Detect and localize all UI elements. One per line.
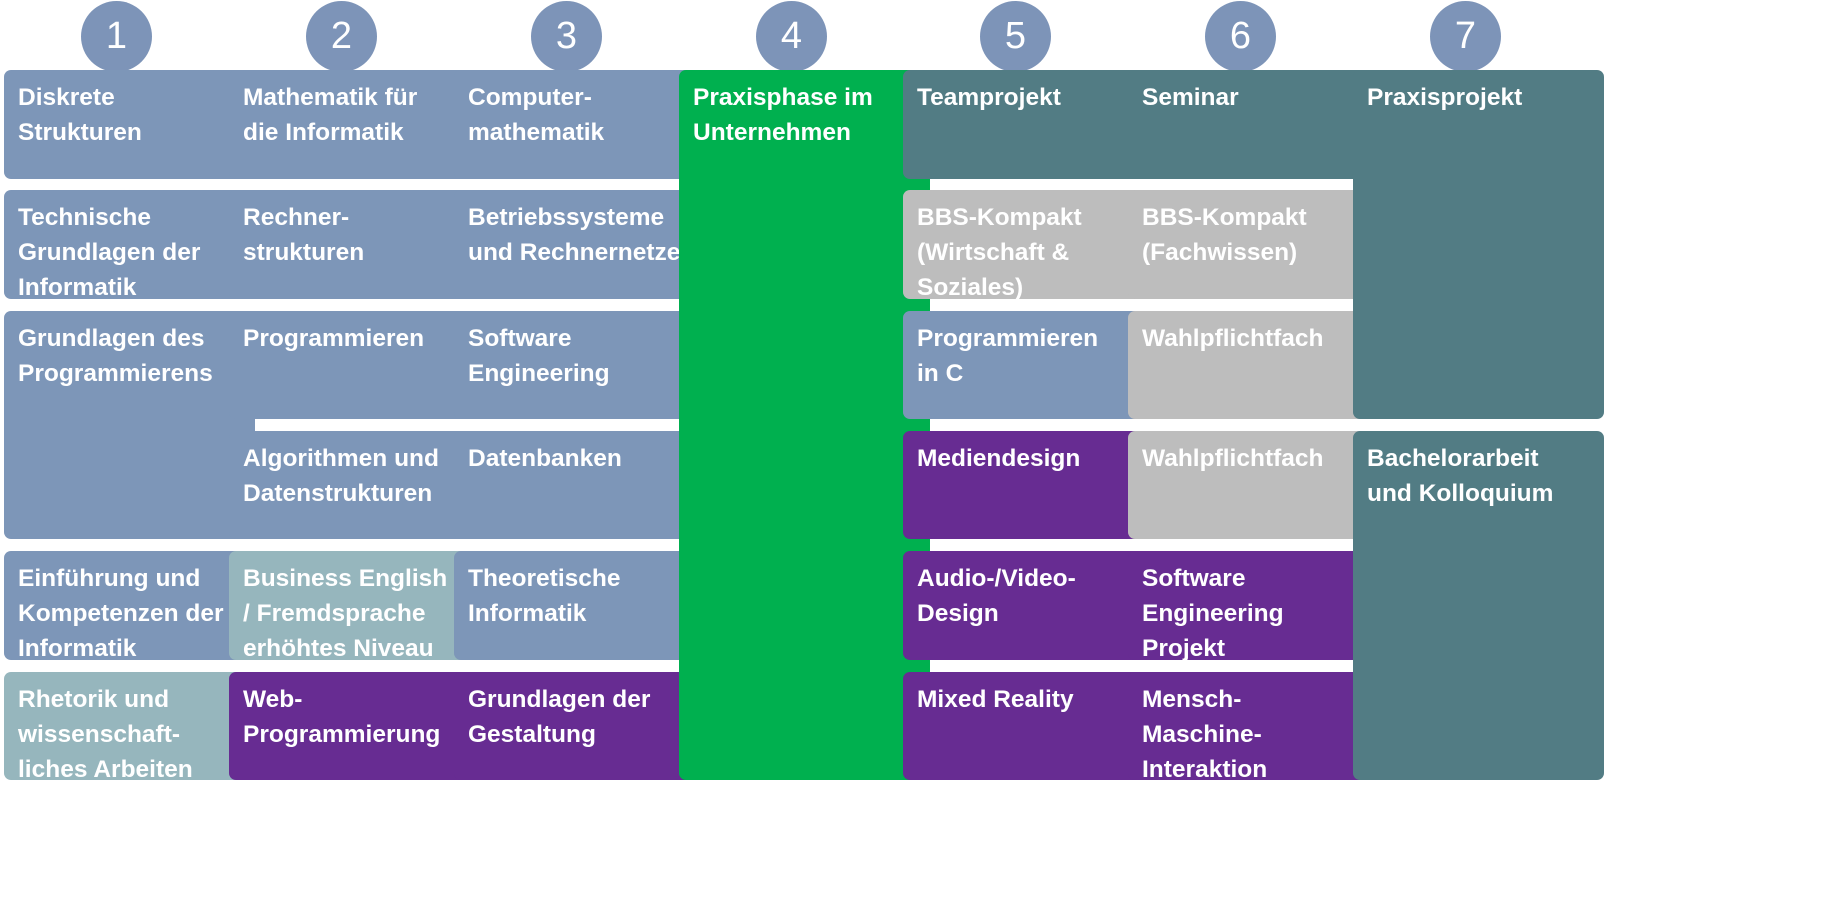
module-wahlpflichtfach: Wahlpflichtfach: [1128, 430, 1379, 540]
semester-6-badge: 6: [1205, 1, 1276, 72]
module-einfuehrung-und-kompetenzen-der-informatik: Einführung und Kompetenzen der Informati…: [4, 551, 255, 660]
module-bachelorarbeit-und-kolloquium: Bachelorarbeit und Kolloquium: [1353, 430, 1604, 780]
module-technische-grundlagen-der-informatik: Technische Grundlagen der Informatik: [4, 190, 255, 299]
module-programmieren-in-c: Programmieren in C: [903, 310, 1154, 420]
module-software-engineering: Software Engineering: [454, 310, 705, 420]
module-mixed-reality: Mixed Reality: [903, 671, 1154, 780]
semester-1-badge: 1: [81, 1, 152, 72]
module-mathematik-fuer-die-informatik: Mathematik für die Informatik: [229, 70, 480, 179]
module-bbs-kompakt-fachwissen: BBS-Kompakt (Fachwissen): [1128, 190, 1379, 299]
module-computer-mathematik: Computer- mathematik: [454, 70, 705, 179]
module-bbs-kompakt-wirtschaft-soziales: BBS-Kompakt (Wirtschaft & Soziales): [903, 190, 1154, 299]
module-datenbanken: Datenbanken: [454, 430, 705, 540]
module-seminar: Seminar: [1128, 70, 1379, 179]
module-mensch-maschine-interaktion: Mensch- Maschine- Interaktion: [1128, 671, 1379, 780]
module-betriebssysteme-und-rechnernetze: Betriebssysteme und Rechnernetze: [454, 190, 705, 299]
module-rechner-strukturen: Rechner- strukturen: [229, 190, 480, 299]
module-wahlpflichtfach: Wahlpflichtfach: [1128, 310, 1379, 420]
module-theoretische-informatik: Theoretische Informatik: [454, 551, 705, 660]
module-grundlagen-des-programmierens: Grundlagen des Programmierens: [4, 310, 255, 540]
module-praxisprojekt: Praxisprojekt: [1353, 70, 1604, 420]
module-mediendesign: Mediendesign: [903, 430, 1154, 540]
module-teamprojekt: Teamprojekt: [903, 70, 1154, 179]
module-software-engineering-projekt: Software Engineering Projekt: [1128, 551, 1379, 660]
semester-3-badge: 3: [531, 1, 602, 72]
module-programmieren: Programmieren: [229, 310, 480, 420]
semester-4-badge: 4: [756, 1, 827, 72]
module-rhetorik-und-wissenschaft-liches-arbeiten: Rhetorik und wissenschaft- liches Arbeit…: [4, 671, 255, 780]
module-praxisphase-im-unternehmen: Praxisphase im Unternehmen: [679, 70, 930, 780]
semester-5-badge: 5: [980, 1, 1051, 72]
semester-2-badge: 2: [306, 1, 377, 72]
module-business-english-fremdsprache-erhoehtes-niveau: Business English / Fremdsprache erhöhtes…: [229, 551, 480, 660]
module-audio-video-design: Audio-/Video- Design: [903, 551, 1154, 660]
semester-7-badge: 7: [1430, 1, 1501, 72]
module-web-programmierung: Web- Programmierung: [229, 671, 480, 780]
module-grundlagen-der-gestaltung: Grundlagen der Gestaltung: [454, 671, 705, 780]
module-algorithmen-und-datenstrukturen: Algorithmen und Datenstrukturen: [229, 430, 480, 540]
module-diskrete-strukturen: Diskrete Strukturen: [4, 70, 255, 179]
